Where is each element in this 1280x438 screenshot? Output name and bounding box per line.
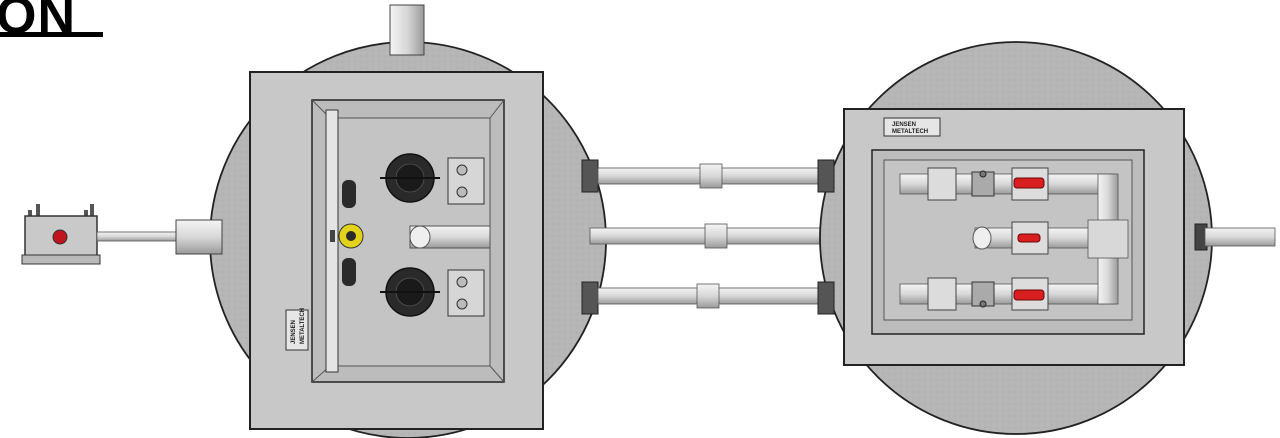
tank1-nameplate-text1: JENSEN: [291, 320, 297, 344]
alarm-light-icon: [52, 229, 68, 245]
septic-tank: JENSEN METALTECH: [175, 4, 607, 438]
ball-valve-handle-icon: [1017, 233, 1041, 243]
tank2-nameplate-text1: JENSEN: [892, 122, 916, 128]
ball-valve-handle-icon: [1013, 177, 1045, 189]
tank2-nameplate-text2: METALTECH: [892, 129, 928, 135]
outlet-pipe: [1204, 227, 1276, 247]
tank1-nameplate: JENSEN METALTECH: [285, 308, 309, 351]
alarm-panel: [21, 204, 183, 265]
inlet-pipe: [389, 4, 425, 56]
ball-valve-handle-icon: [1013, 289, 1045, 301]
alarm-conduit: [96, 231, 183, 242]
tank1-nameplate-text2: METALTECH: [300, 308, 306, 344]
pump-upper: [380, 153, 485, 205]
float-switches: [338, 180, 364, 286]
conduit-fitting: [175, 219, 223, 255]
connecting-pipes: [589, 163, 823, 309]
pump-lower: [380, 267, 485, 317]
title-underline: [0, 32, 103, 37]
pump-tank: JENSEN METALTECH: [817, 41, 1276, 435]
valve-manifold: [899, 167, 1129, 311]
page-title: ON: [0, 0, 76, 45]
tank2-nameplate: JENSEN METALTECH: [883, 117, 941, 137]
